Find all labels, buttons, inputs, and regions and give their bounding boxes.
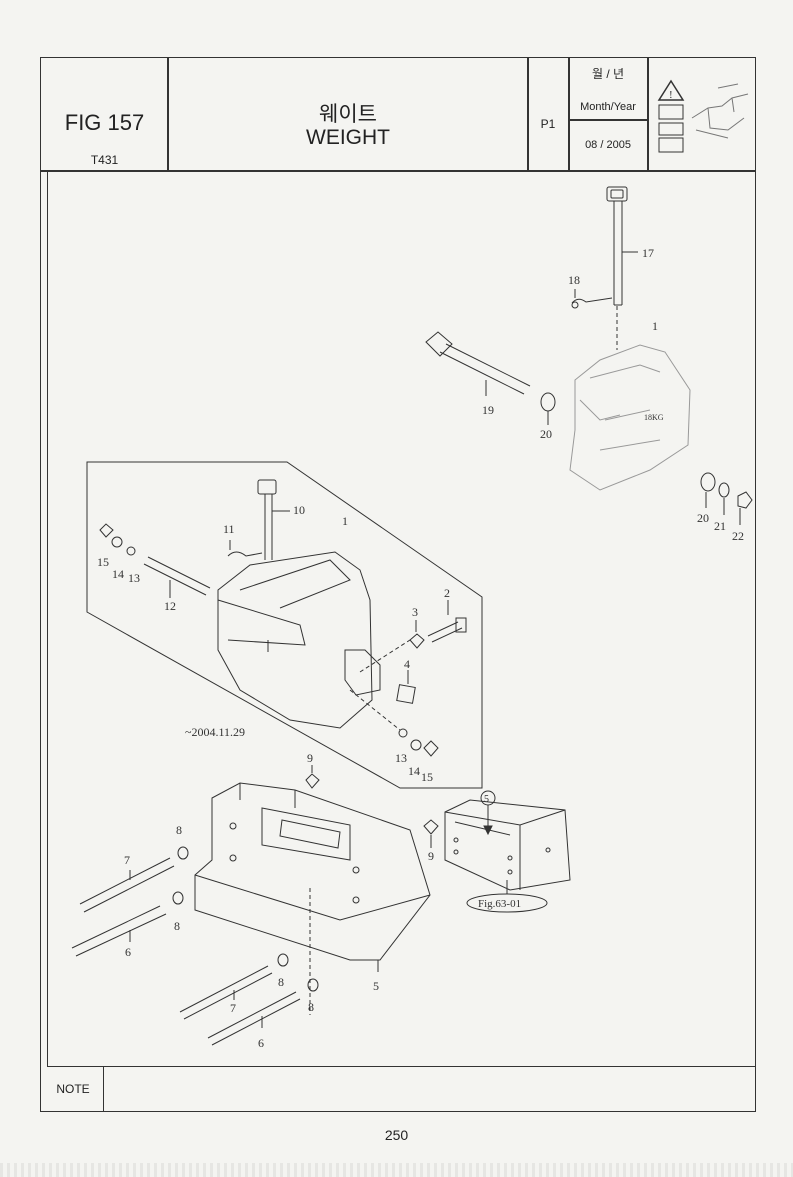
header-col-divider [647, 57, 649, 170]
header-divider [40, 170, 756, 172]
month-year-korean: 월 / 년 [591, 67, 625, 81]
bolt-19 [425, 331, 531, 396]
header-col-divider [167, 57, 169, 170]
note-divider [47, 1066, 756, 1068]
old-version-inset [86, 461, 483, 789]
callout-11: 11 [223, 522, 235, 536]
callout-14: 14 [112, 567, 124, 581]
callout-5: 5 [373, 979, 379, 993]
clip-18 [571, 289, 613, 309]
callout-9b: 9 [428, 849, 434, 863]
bolt-6 [71, 905, 167, 957]
callout-21: 21 [714, 519, 726, 533]
callout-12: 12 [164, 599, 176, 613]
weight-5 [194, 782, 431, 1015]
washer-13b [398, 728, 408, 738]
page-code: P1 [540, 117, 556, 131]
loader-sketch-icon [691, 83, 749, 139]
weight-1 [217, 551, 381, 729]
washer-13 [126, 546, 136, 556]
lock-pin-17 [606, 186, 638, 306]
model-code: T431 [90, 153, 119, 167]
note-col-divider [103, 1066, 105, 1112]
callout-8d: 8 [308, 1000, 314, 1014]
date-divider [568, 119, 648, 121]
washer-21 [718, 482, 730, 498]
callout-4: 4 [404, 657, 410, 671]
callout-18: 18 [568, 273, 580, 287]
reference-fig: Fig.63-01 [478, 898, 521, 910]
nut-9 [305, 773, 320, 789]
callout-labels: 17 18 1 19 20 18KG 20 21 22 10 1 11 15 1… [97, 246, 744, 1050]
callout-1: 1 [652, 319, 658, 333]
nut-15b [423, 740, 439, 757]
clip-11 [227, 551, 263, 557]
header-col-divider [568, 57, 570, 170]
callout-8b: 8 [174, 919, 180, 933]
header-col-divider [527, 57, 529, 170]
washer-20 [700, 472, 716, 492]
callout-22: 22 [732, 529, 744, 543]
callout-19: 19 [482, 403, 494, 417]
callout-15: 15 [97, 555, 109, 569]
callout-3: 3 [412, 605, 418, 619]
note-label: NOTE [56, 1082, 90, 1096]
callout-8: 8 [176, 823, 182, 837]
callout-10: 10 [293, 503, 305, 517]
page-frame [40, 57, 756, 1112]
revision-note: ~2004.11.29 [185, 725, 245, 739]
callout-20: 20 [540, 427, 552, 441]
callout-7: 7 [124, 853, 130, 867]
inner-left-line [47, 171, 49, 1067]
page-number: 250 [384, 1127, 409, 1143]
lock-pin-10 [257, 479, 290, 560]
callout-13: 13 [128, 571, 140, 585]
bolt-7 [79, 857, 175, 913]
nut-22 [737, 491, 753, 509]
callout-6b: 6 [258, 1036, 264, 1050]
reference-circle-label: 5 [484, 794, 489, 805]
bolt-6b [207, 991, 301, 1046]
callout-20b: 20 [697, 511, 709, 525]
warning-icon: ! [657, 79, 685, 153]
callout-15b: 15 [421, 770, 433, 784]
callout-17: 17 [642, 246, 654, 260]
washer-20-top [540, 392, 556, 412]
callout-2: 2 [444, 586, 450, 600]
issue-date: 08 / 2005 [585, 139, 631, 151]
plate-4 [396, 684, 416, 704]
callout-7b: 7 [230, 1001, 236, 1015]
title-english: WEIGHT [306, 126, 390, 149]
washer-14b [410, 739, 422, 751]
callout-9: 9 [307, 751, 313, 765]
callout-1b: 1 [342, 514, 348, 528]
nut-3 [409, 633, 425, 649]
bolt-2 [427, 600, 467, 643]
nut-15 [99, 523, 114, 538]
month-year-label: Month/Year [580, 101, 636, 113]
bolt-12 [143, 556, 211, 598]
callout-6: 6 [125, 945, 131, 959]
bolt-7b [179, 965, 273, 1020]
weight-marking: 18KG [644, 413, 664, 422]
frame-bracket [444, 799, 571, 891]
washer-14 [111, 536, 123, 548]
figure-number: FIG 157 [64, 110, 145, 135]
callout-14b: 14 [408, 764, 420, 778]
callout-13b: 13 [395, 751, 407, 765]
title-korean: 웨이트 [319, 103, 377, 126]
callout-8c: 8 [278, 975, 284, 989]
nut-9b [423, 819, 439, 835]
svg-text:!: ! [669, 89, 673, 101]
scan-edge [0, 1163, 793, 1177]
weight-assembly-upper [569, 344, 691, 491]
